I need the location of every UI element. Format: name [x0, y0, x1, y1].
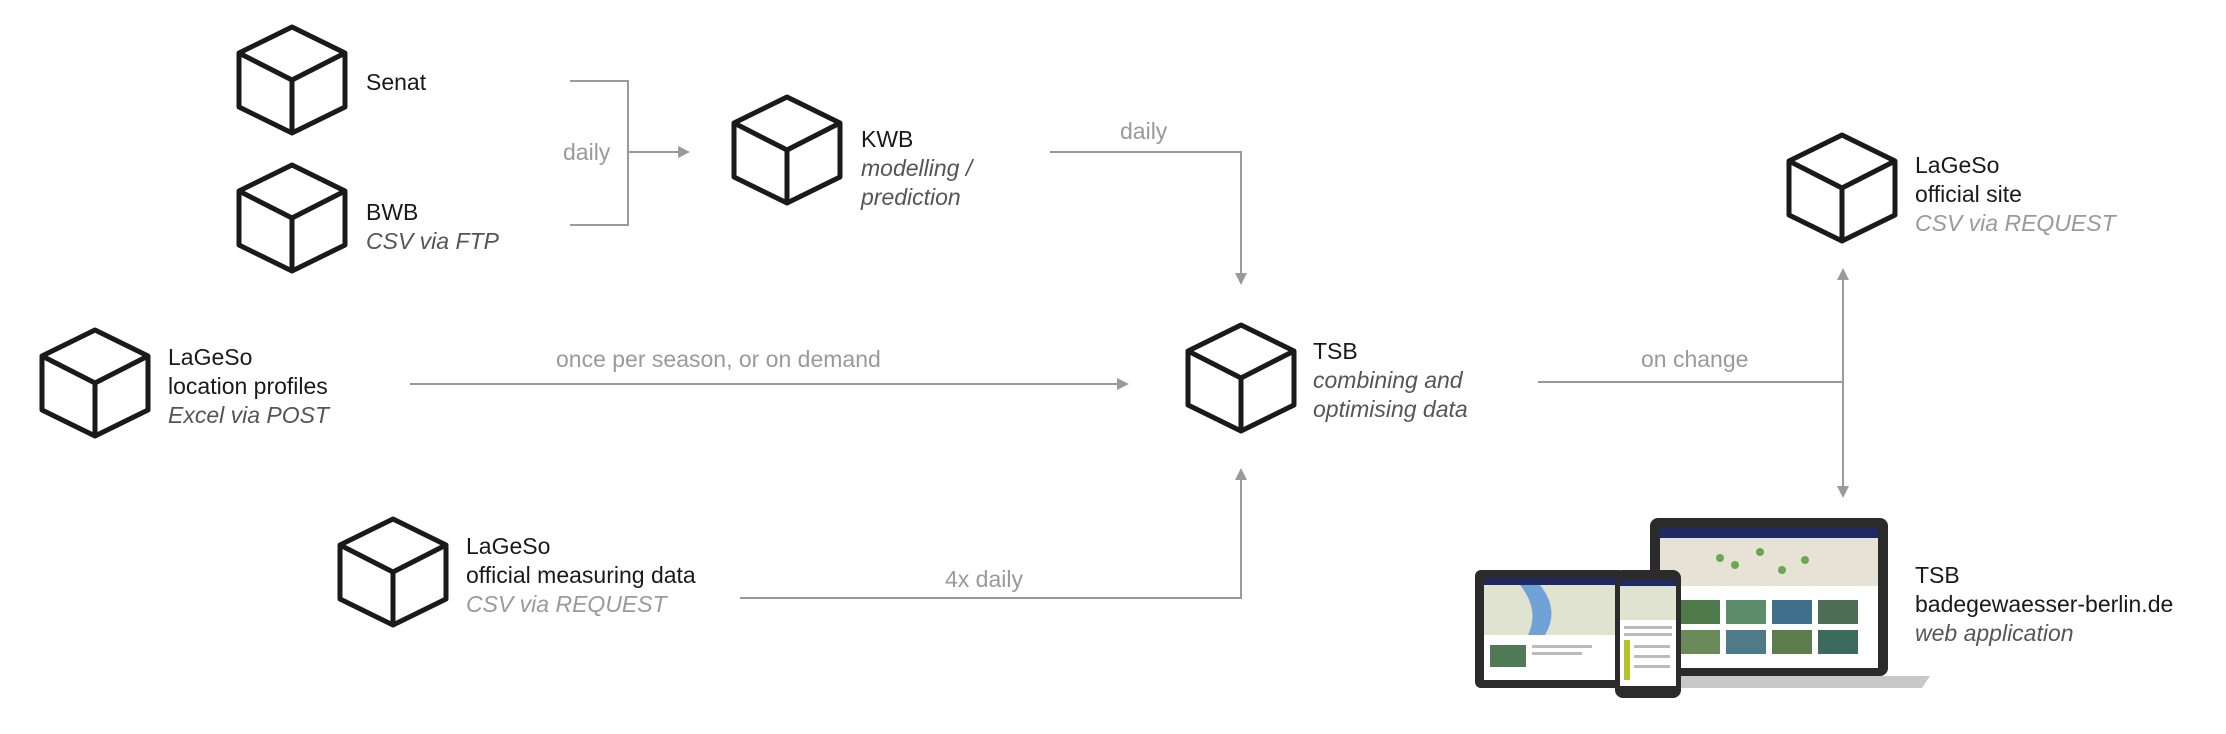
edge-label-kwb-tsb: daily — [1120, 118, 1168, 144]
lageso-site-label: LaGeSo official site CSV via REQUEST — [1915, 151, 2116, 238]
kwb-title: KWB — [861, 126, 914, 152]
measuring-to-tsb-arrow — [740, 468, 1247, 599]
lageso-profiles-cube-icon — [42, 330, 148, 436]
kwb-subtitle-line2: prediction — [861, 184, 961, 210]
tsb-central-subtitle-line1: combining and — [1313, 367, 1463, 393]
lageso-profiles-label: LaGeSo location profiles Excel via POST — [168, 343, 329, 430]
lageso-site-subtitle: CSV via REQUEST — [1915, 210, 2116, 236]
tsb-central-cube-icon — [1188, 325, 1294, 431]
tsb-central-title: TSB — [1313, 338, 1358, 364]
bwb-label: BWB CSV via FTP — [366, 198, 499, 256]
tsb-central-subtitle-line2: optimising data — [1313, 396, 1468, 422]
lageso-site-title: LaGeSo — [1915, 152, 2000, 178]
tsb-central-label: TSB combining and optimising data — [1313, 337, 1468, 424]
lageso-profiles-subtitle: Excel via POST — [168, 402, 330, 428]
edge-label-tsb-outputs: on change — [1641, 346, 1749, 372]
bwb-title: BWB — [366, 199, 419, 225]
tsb-web-label: TSB badegewaesser-berlin.de web applicat… — [1915, 561, 2173, 648]
lageso-site-line2: official site — [1915, 181, 2022, 207]
kwb-cube-icon — [734, 97, 840, 203]
bwb-subtitle: CSV via FTP — [366, 228, 499, 254]
lageso-measuring-title: LaGeSo — [466, 533, 551, 559]
lageso-measuring-line2: official measuring data — [466, 562, 696, 588]
edge-label-senat-bwb: daily — [563, 139, 611, 165]
lageso-site-cube-icon — [1789, 135, 1895, 241]
lageso-measuring-label: LaGeSo official measuring data CSV via R… — [466, 532, 696, 619]
kwb-subtitle-line1: modelling / — [861, 155, 973, 181]
kwb-label: KWB modelling / prediction — [861, 125, 972, 212]
senat-label: Senat — [366, 68, 426, 97]
tsb-web-title: TSB — [1915, 562, 1960, 588]
lageso-measuring-subtitle: CSV via REQUEST — [466, 591, 667, 617]
tsb-web-subtitle: web application — [1915, 620, 2074, 646]
tsb-web-line2: badegewaesser-berlin.de — [1915, 591, 2174, 617]
devices-illustration — [1475, 518, 1930, 698]
lageso-profiles-line2: location profiles — [168, 373, 328, 399]
bwb-cube-icon — [239, 165, 345, 271]
kwb-to-tsb-arrow — [1050, 151, 1247, 285]
lageso-measuring-cube-icon — [340, 519, 446, 625]
edge-label-measuring-tsb: 4x daily — [945, 566, 1023, 592]
senat-cube-icon — [239, 27, 345, 133]
lageso-profiles-title: LaGeSo — [168, 344, 253, 370]
senat-title: Senat — [366, 69, 427, 95]
edge-label-profiles-tsb: once per season, or on demand — [556, 346, 881, 372]
